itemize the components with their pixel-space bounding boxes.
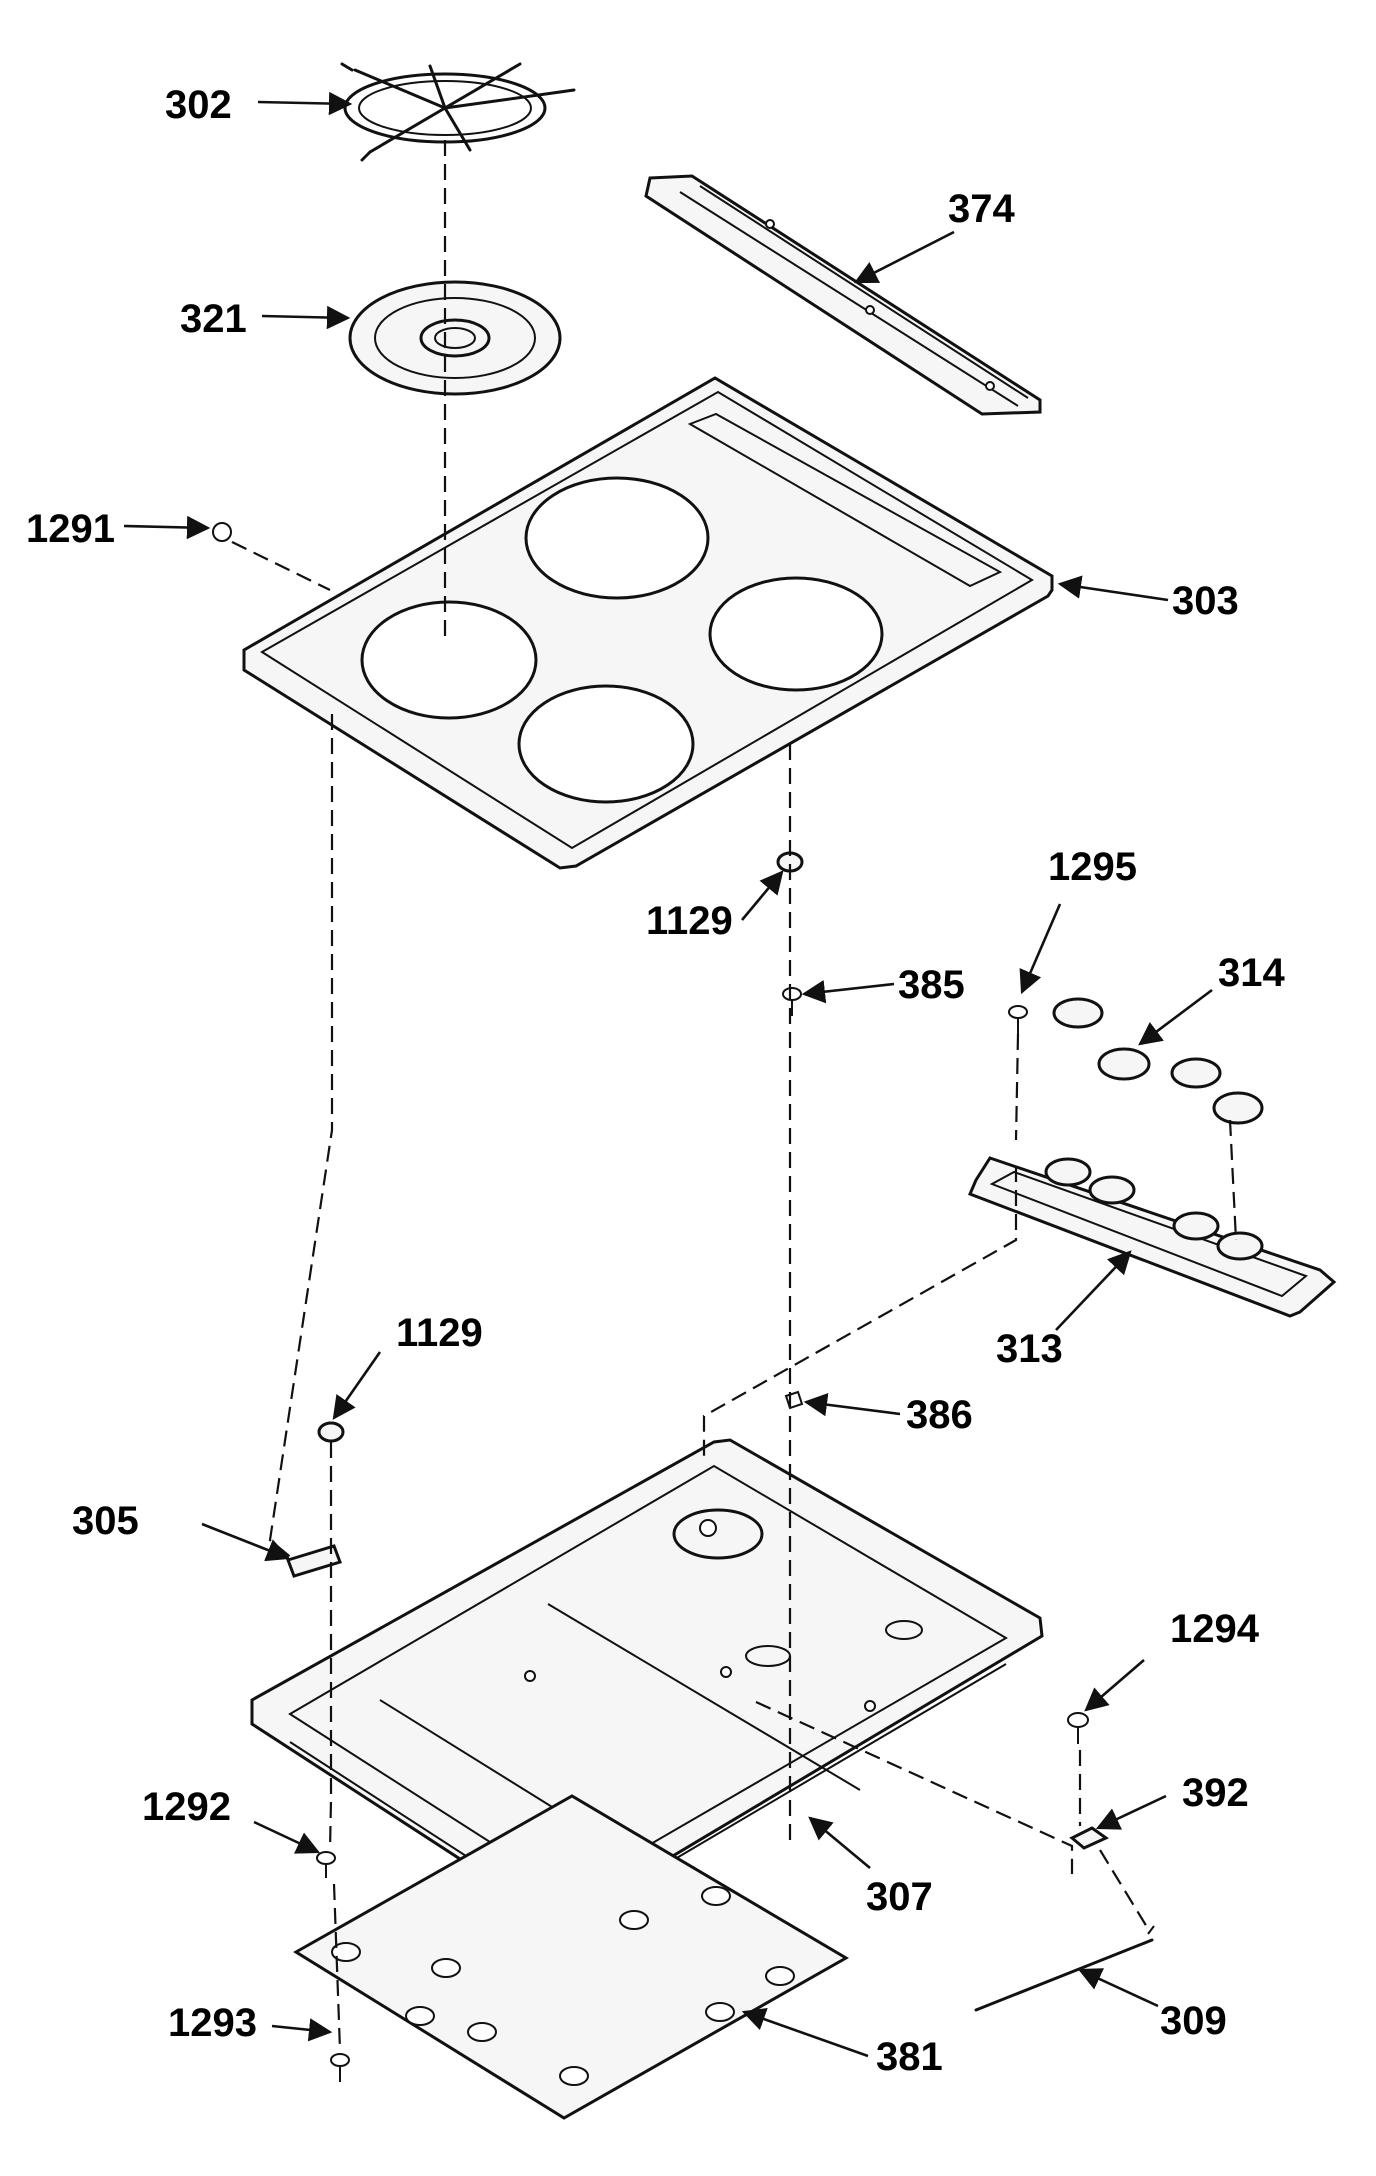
callout-381: 381 xyxy=(876,2035,943,2079)
cooktop-panel xyxy=(242,376,1054,870)
drip-pan xyxy=(348,280,562,396)
callout-1295: 1295 xyxy=(1048,845,1137,889)
screw-1295 xyxy=(1008,1005,1028,1034)
callout-1294: 1294 xyxy=(1170,1607,1260,1651)
callout-1129-upper: 1129 xyxy=(646,899,733,943)
callout-303: 303 xyxy=(1172,579,1239,623)
callout-374: 374 xyxy=(948,187,1015,231)
burner-grate xyxy=(340,62,576,162)
screw-1293 xyxy=(330,2053,350,2082)
screw-1292 xyxy=(316,1851,336,1878)
screw-385 xyxy=(782,987,802,1016)
control-panel xyxy=(968,1156,1337,1318)
callout-307: 307 xyxy=(866,1875,933,1919)
callout-1291: 1291 xyxy=(26,507,115,551)
callout-392: 392 xyxy=(1182,1771,1249,1815)
rod-309 xyxy=(974,1925,1155,2012)
bottom-plate xyxy=(293,1794,849,2120)
callout-302: 302 xyxy=(165,83,232,127)
callout-1292: 1292 xyxy=(142,1785,231,1829)
leader-lines xyxy=(123,91,1213,2058)
callout-309: 309 xyxy=(1160,1999,1227,2043)
callout-305: 305 xyxy=(72,1499,139,1543)
callout-385: 385 xyxy=(898,963,965,1007)
trim-strip xyxy=(644,174,1042,416)
bracket-305 xyxy=(286,1544,342,1578)
control-knobs xyxy=(1052,997,1264,1125)
callout-labels: 302 374 321 1291 303 1295 314 1129 385 3… xyxy=(26,83,1285,2079)
screw-1294 xyxy=(1067,1712,1089,1744)
callout-321: 321 xyxy=(180,297,247,341)
grommet-1291 xyxy=(212,522,232,542)
clip-392 xyxy=(1069,1826,1109,1850)
callout-313: 313 xyxy=(996,1327,1063,1371)
callout-1129-lower: 1129 xyxy=(396,1311,483,1355)
grommet-1129-lower xyxy=(317,1421,345,1443)
callout-1293: 1293 xyxy=(168,2001,257,2045)
callout-314: 314 xyxy=(1218,951,1285,995)
callout-386: 386 xyxy=(906,1393,973,1437)
clip-386 xyxy=(784,1390,804,1410)
